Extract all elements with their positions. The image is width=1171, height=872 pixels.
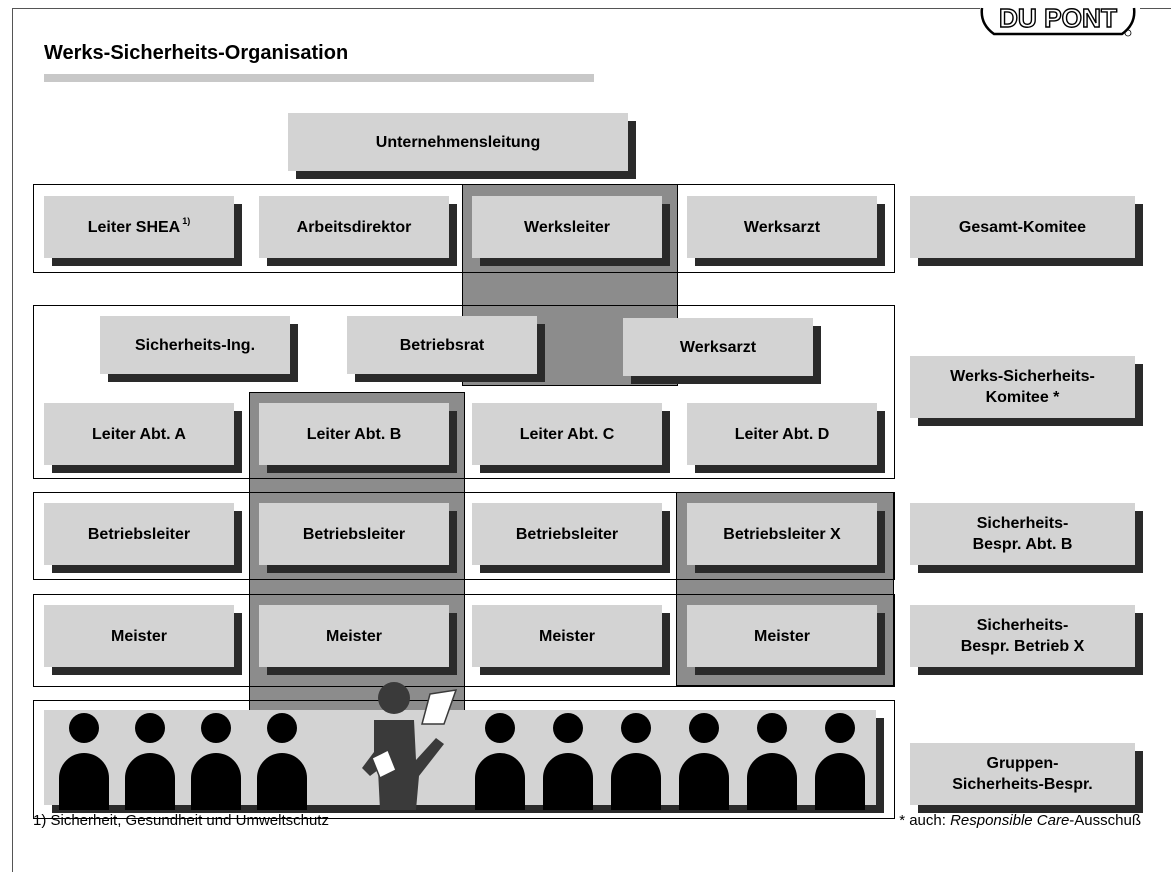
footnote-left: 1) Sicherheit, Gesundheit und Umweltschu… bbox=[33, 812, 329, 829]
frame-top bbox=[12, 8, 980, 9]
footnote-right: * auch: Responsible Care-Ausschuß bbox=[899, 812, 1141, 829]
box-betriebsleiter-2: Betriebsleiter bbox=[259, 503, 449, 565]
group-abt-bespr bbox=[33, 492, 895, 580]
footnote-mark: 1) bbox=[182, 215, 191, 226]
box-betriebsleiter-1: Betriebsleiter bbox=[44, 503, 234, 565]
box-meister-4: Meister bbox=[687, 605, 877, 667]
label-gesamt-komitee: Gesamt-Komitee bbox=[910, 196, 1135, 258]
logo-text: DU PONT bbox=[999, 3, 1117, 33]
box-leiter-abt-d: Leiter Abt. D bbox=[687, 403, 877, 465]
group-gruppen-bespr bbox=[33, 700, 895, 819]
box-meister-1: Meister bbox=[44, 605, 234, 667]
group-werks-komitee bbox=[33, 305, 895, 479]
worker-icon bbox=[475, 713, 525, 810]
worker-icon bbox=[125, 713, 175, 810]
box-betriebsleiter-3: Betriebsleiter bbox=[472, 503, 662, 565]
box-unternehmensleitung: Unternehmensleitung bbox=[288, 113, 628, 171]
worker-icon bbox=[59, 713, 109, 810]
group-betrieb-bespr bbox=[33, 594, 895, 687]
label-sicherheits-bespr-betrieb-x: Sicherheits-Bespr. Betrieb X bbox=[910, 605, 1135, 667]
workers-figures bbox=[59, 682, 865, 810]
group-gesamt-komitee bbox=[33, 184, 895, 273]
presenter-icon bbox=[362, 682, 458, 810]
worker-icon bbox=[191, 713, 241, 810]
worker-icon bbox=[543, 713, 593, 810]
box-sicherheits-ing: Sicherheits-Ing. bbox=[100, 316, 290, 374]
box-leiter-abt-c: Leiter Abt. C bbox=[472, 403, 662, 465]
worker-icon bbox=[611, 713, 661, 810]
box-betriebsrat: Betriebsrat bbox=[347, 316, 537, 374]
box-werksarzt-gesamt: Werksarzt bbox=[687, 196, 877, 258]
frame-left bbox=[12, 8, 13, 872]
box-arbeitsgruppe bbox=[44, 710, 876, 805]
box-leiter-abt-b: Leiter Abt. B bbox=[259, 403, 449, 465]
worker-icon bbox=[747, 713, 797, 810]
box-werksleiter: Werksleiter bbox=[472, 196, 662, 258]
worker-icon bbox=[679, 713, 729, 810]
box-meister-3: Meister bbox=[472, 605, 662, 667]
worker-icon bbox=[257, 713, 307, 810]
page-title: Werks-Sicherheits-Organisation bbox=[44, 42, 349, 64]
frame-top-right bbox=[1140, 8, 1171, 9]
label-sicherheits-bespr-abt-b: Sicherheits-Bespr. Abt. B bbox=[910, 503, 1135, 565]
title-underline bbox=[44, 74, 594, 82]
box-werksarzt-werks: Werksarzt bbox=[623, 318, 813, 376]
box-meister-2: Meister bbox=[259, 605, 449, 667]
worker-icon bbox=[815, 713, 865, 810]
dupont-logo: DU PONT bbox=[980, 2, 1136, 37]
box-arbeitsdirektor: Arbeitsdirektor bbox=[259, 196, 449, 258]
label-gruppen-sicherheits-bespr: Gruppen-Sicherheits-Bespr. bbox=[910, 743, 1135, 805]
box-leiter-abt-a: Leiter Abt. A bbox=[44, 403, 234, 465]
box-betriebsleiter-x: Betriebsleiter X bbox=[687, 503, 877, 565]
label-werks-sicherheits-komitee: Werks-Sicherheits-Komitee * bbox=[910, 356, 1135, 418]
